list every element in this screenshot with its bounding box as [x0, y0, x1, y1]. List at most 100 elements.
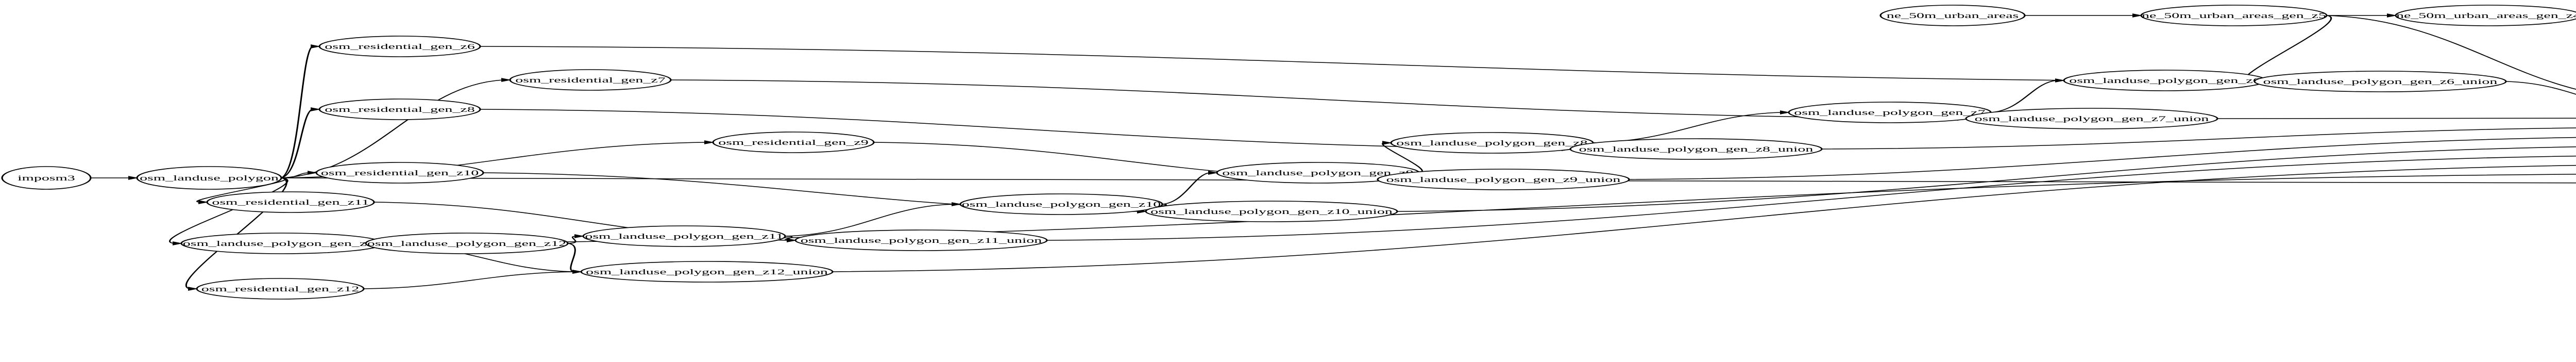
graph-node-osm_landuse_polygon_gen_z7[interactable]: osm_landuse_polygon_gen_z7 [1788, 102, 1992, 123]
graph-node-osm_landuse_polygon_gen_z9_union[interactable]: osm_landuse_polygon_gen_z9_union [1377, 169, 1630, 190]
node-label: osm_landuse_polygon_gen_z6_union [2263, 77, 2498, 86]
node-shape [509, 69, 672, 91]
node-label: osm_landuse_polygon_gen_z6 [2069, 76, 2261, 85]
graph-edge [1990, 80, 2057, 113]
graph-node-osm_landuse_polygon_gen_z6_union[interactable]: osm_landuse_polygon_gen_z6_union [2253, 71, 2507, 92]
graph-edge [1592, 112, 1782, 143]
graph-node-osm_landuse_polygon_gen_z8_union[interactable]: osm_landuse_polygon_gen_z8_union [1569, 138, 1823, 160]
graph-node-osm_residential_gen_z7[interactable]: osm_residential_gen_z7 [509, 69, 672, 91]
graph-node-ne_50m_urban_areas_gen_z4[interactable]: ne_50m_urban_areas_gen_z4 [2395, 5, 2576, 26]
node-shape [1879, 5, 2026, 26]
graph-edge [480, 109, 1564, 150]
graph-edge [1821, 127, 2576, 150]
graph-edge [567, 236, 577, 244]
graph-node-osm_residential_gen_z12[interactable]: osm_residential_gen_z12 [196, 278, 365, 300]
graph-node-osm_landuse_polygon_gen_z11[interactable]: osm_landuse_polygon_gen_z11 [582, 225, 786, 247]
edge-arrowhead [173, 241, 183, 245]
node-label: osm_landuse_polygon_gen_z7 [1794, 108, 1986, 117]
graph-edge [2217, 118, 2576, 119]
node-label: osm_landuse_polygon_gen_z13 [183, 239, 382, 248]
graph-node-osm_landuse_polygon[interactable]: osm_landuse_polygon [136, 166, 282, 190]
graph-edge [480, 46, 2248, 82]
graph-node-osm_residential_gen_z11[interactable]: osm_residential_gen_z11 [206, 191, 375, 213]
graph-edge [383, 174, 2576, 244]
node-shape [315, 162, 484, 184]
graph-edge [1397, 146, 2576, 212]
edge-arrowhead [311, 44, 321, 48]
graph-node-osm_landuse_polygon_gen_z6[interactable]: osm_landuse_polygon_gen_z6 [2063, 70, 2267, 91]
graph-edge [1629, 137, 2576, 180]
graph-node-osm_residential_gen_z6[interactable]: osm_residential_gen_z6 [318, 36, 481, 57]
node-shape [1377, 169, 1630, 190]
graph-node-ne_50m_urban_areas_gen_z5[interactable]: ne_50m_urban_areas_gen_z5 [2140, 5, 2328, 26]
graph-node-osm_landuse_polygon_gen_z8[interactable]: osm_landuse_polygon_gen_z8 [1390, 132, 1594, 154]
graph-edge [2326, 15, 2576, 90]
graph-node-osm_landuse_polygon_gen_z10_union[interactable]: osm_landuse_polygon_gen_z10_union [1145, 201, 1398, 222]
edge-arrowhead [572, 270, 583, 274]
graph-node-osm_landuse_polygon_gen_z11_union[interactable]: osm_landuse_polygon_gen_z11_union [794, 229, 1048, 251]
edge-arrowhead [311, 107, 321, 111]
graph-node-osm_landuse_polygon_gen_z13[interactable]: osm_landuse_polygon_gen_z13 [180, 233, 384, 254]
node-label: osm_landuse_polygon_gen_z11 [585, 232, 783, 240]
graph-node-osm_landuse_polygon_gen_z10[interactable]: osm_landuse_polygon_gen_z10 [959, 193, 1163, 215]
node-label: osm_residential_gen_z7 [515, 76, 666, 84]
node-shape [712, 131, 875, 153]
graph-node-osm_landuse_polygon_gen_z12[interactable]: osm_landuse_polygon_gen_z12 [365, 233, 569, 254]
graph-edge [670, 79, 1959, 119]
node-shape [365, 233, 569, 254]
node-label: osm_landuse_polygon [140, 174, 279, 182]
node-label: ne_50m_urban_areas_gen_z5 [2142, 11, 2326, 20]
graph-node-imposm3[interactable]: imposm3 [1, 166, 92, 190]
graph-node-osm_residential_gen_z10[interactable]: osm_residential_gen_z10 [315, 162, 484, 184]
graph-edge [2505, 81, 2576, 95]
edge-arrowhead [1208, 171, 1218, 175]
graph-node-osm_residential_gen_z8[interactable]: osm_residential_gen_z8 [318, 98, 481, 120]
node-label: osm_landuse_polygon_gen_z9 [1222, 169, 1413, 177]
node-label: imposm3 [18, 174, 75, 182]
node-label: osm_landuse_polygon_gen_z12_union [586, 268, 828, 276]
graph-node-ne_50m_urban_areas[interactable]: ne_50m_urban_areas [1879, 5, 2026, 26]
edge-arrowhead [2387, 13, 2397, 18]
edge-arrowhead [188, 287, 198, 291]
edge-arrowhead [1382, 141, 1393, 145]
node-shape [580, 261, 834, 283]
graph-edge [567, 243, 576, 272]
edge-arrowhead [1780, 110, 1790, 114]
graph-edge [363, 271, 574, 289]
node-label: osm_residential_gen_z6 [325, 42, 475, 51]
node-shape [582, 225, 786, 247]
graph-edge [185, 177, 287, 289]
graph-edge [280, 46, 313, 178]
graph-edge [832, 164, 2576, 272]
edge-arrowhead [704, 140, 715, 144]
node-label: osm_landuse_polygon_gen_z8_union [1579, 145, 1814, 153]
node-label: osm_residential_gen_z8 [325, 105, 474, 113]
graph-node-osm_landuse_polygon_gen_z12_union[interactable]: osm_landuse_polygon_gen_z12_union [580, 261, 834, 283]
node-shape [2253, 71, 2507, 92]
graph-edge [281, 109, 313, 178]
node-label: osm_landuse_polygon_gen_z7_union [1975, 114, 2209, 123]
node-label: osm_landuse_polygon_gen_z12 [367, 239, 566, 248]
node-label: osm_landuse_polygon_gen_z9_union [1386, 175, 1621, 184]
nodes-layer: imposm3 osm_landuse_polygon osm_residentia… [1, 5, 2576, 300]
node-label: osm_residential_gen_z9 [718, 138, 868, 146]
graph-node-osm_landuse_polygon_gen_z7_union[interactable]: osm_landuse_polygon_gen_z7_union [1965, 108, 2218, 129]
node-label: osm_residential_gen_z12 [201, 285, 359, 293]
node-label: osm_landuse_polygon_gen_z11_union [801, 236, 1042, 244]
graph-node-osm_residential_gen_z9[interactable]: osm_residential_gen_z9 [712, 131, 875, 153]
graph-edge [1046, 155, 2576, 241]
graph-node-osm_landuse_polygon_gen_z9[interactable]: osm_landuse_polygon_gen_z9 [1216, 162, 1420, 184]
node-shape [206, 191, 375, 213]
graph-edge [169, 177, 289, 244]
node-shape [959, 193, 1163, 215]
node-label: osm_landuse_polygon_gen_z10_union [1150, 207, 1393, 216]
node-shape [2140, 5, 2328, 26]
edge-arrowhead [198, 200, 209, 204]
node-shape [136, 166, 282, 190]
edge-arrowhead [574, 234, 585, 238]
graph-edge [1162, 172, 1210, 205]
node-label: osm_residential_gen_z10 [321, 169, 479, 177]
node-label: ne_50m_urban_areas [1887, 11, 2019, 20]
edges-layer [90, 13, 2576, 291]
